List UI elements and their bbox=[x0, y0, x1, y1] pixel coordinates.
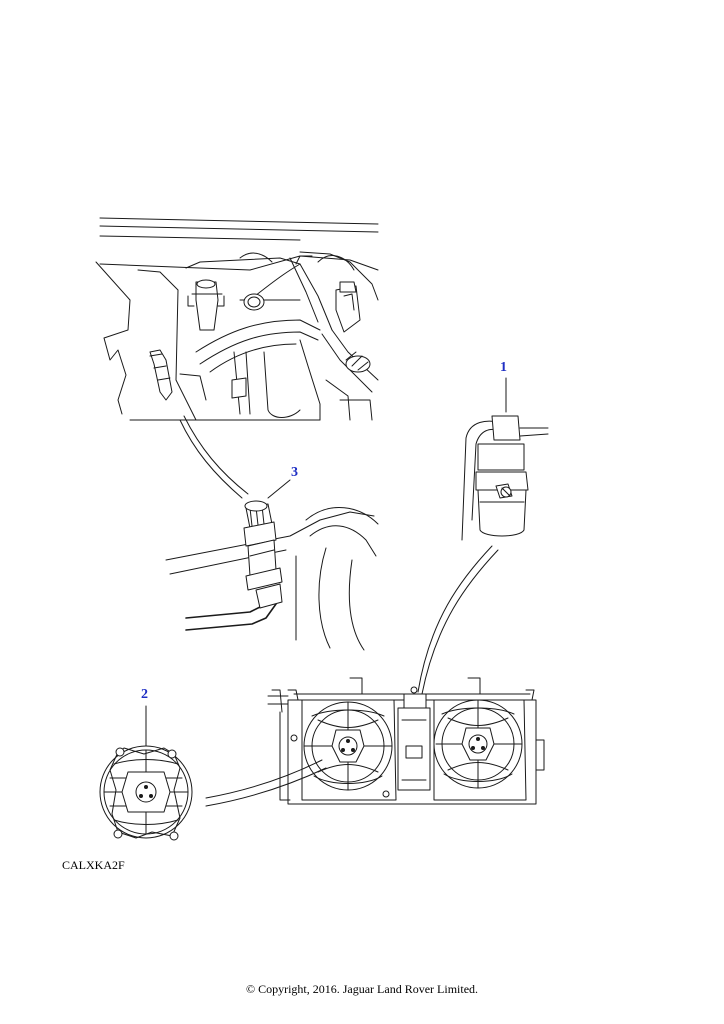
callout-2: 2 bbox=[141, 687, 148, 702]
callout-1: 1 bbox=[500, 360, 507, 375]
hose-clip-detail bbox=[417, 377, 549, 695]
engine-bay-detail bbox=[95, 217, 379, 499]
callout-3: 3 bbox=[291, 465, 298, 480]
copyright-notice: © Copyright, 2016. Jaguar Land Rover Lim… bbox=[245, 982, 479, 996]
illustration-code: CALXKA2F bbox=[62, 858, 125, 872]
right-fan bbox=[433, 699, 527, 801]
radiator-fan-assembly bbox=[267, 677, 545, 805]
fan-cowl-detail bbox=[99, 705, 327, 841]
pressure-switch-detail bbox=[165, 479, 379, 651]
left-fan bbox=[301, 699, 397, 801]
